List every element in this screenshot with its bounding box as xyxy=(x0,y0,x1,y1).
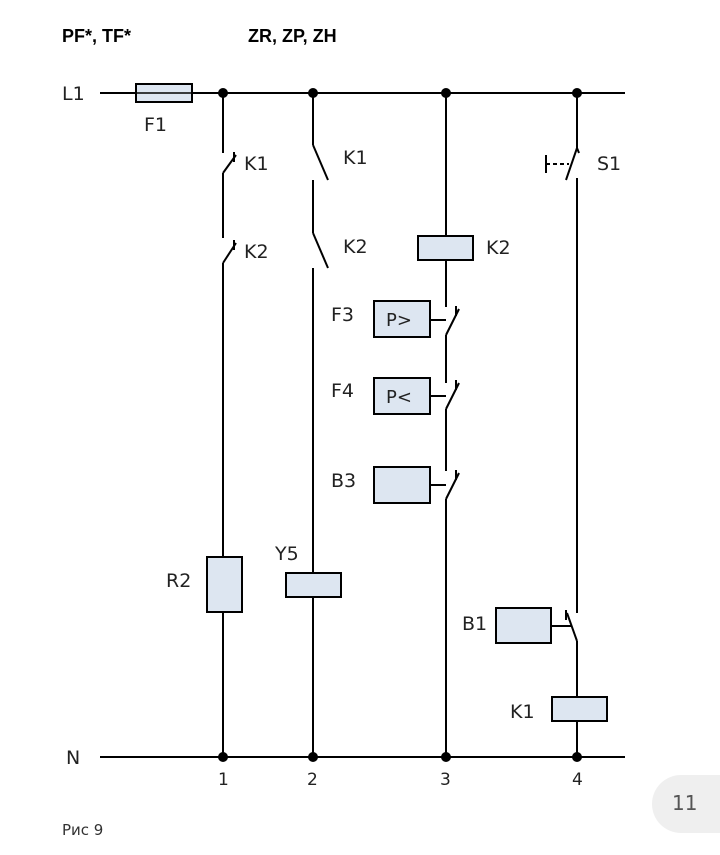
f3-label: F3 xyxy=(331,304,354,326)
coil-y5-label: Y5 xyxy=(274,543,299,565)
l1-rail-label: L1 xyxy=(62,83,85,105)
node-1-label: 1 xyxy=(218,770,229,790)
branch1-k2-label: K2 xyxy=(244,241,269,263)
branch2-k1-label: K1 xyxy=(343,147,368,169)
page-number-badge: 11 xyxy=(652,775,720,833)
figure-caption: Рис 9 xyxy=(62,821,104,839)
fuse-f1-label: F1 xyxy=(144,114,167,136)
branch3-b3-blade xyxy=(445,472,460,500)
coil-k1 xyxy=(551,696,608,722)
sensor-b1 xyxy=(495,607,552,644)
node-2-label: 2 xyxy=(307,770,318,790)
f4-box-text: P< xyxy=(386,387,412,408)
pressure-switch-f4 xyxy=(373,377,431,415)
junction-dot xyxy=(308,752,318,762)
pressure-switch-f3 xyxy=(373,300,431,338)
resistor-r2 xyxy=(206,556,243,613)
branch2-k2-label: K2 xyxy=(343,236,368,258)
s1-label: S1 xyxy=(597,153,621,175)
f3-box-text: P> xyxy=(386,310,412,331)
branch4-b1-blade xyxy=(566,612,578,642)
junction-dot xyxy=(572,88,582,98)
branch3-f4-blade xyxy=(445,382,460,410)
branch2-k2-blade xyxy=(312,232,329,269)
sensor-b3 xyxy=(373,466,431,504)
coil-k1-label: K1 xyxy=(510,701,535,723)
branch2-k1-blade xyxy=(312,144,329,181)
page-number: 11 xyxy=(672,791,698,815)
n-rail-label: N xyxy=(66,747,80,769)
junction-dot xyxy=(218,88,228,98)
coil-k2-label: K2 xyxy=(486,237,511,259)
coil-k2 xyxy=(417,235,474,261)
coil-y5 xyxy=(285,572,342,598)
f4-label: F4 xyxy=(331,380,354,402)
branch4-s1-stub xyxy=(576,147,580,154)
b1-label: B1 xyxy=(462,613,487,635)
node-4-label: 4 xyxy=(572,770,583,790)
header-left-label: PF*, TF* xyxy=(62,26,132,46)
junction-dot xyxy=(441,752,451,762)
branch4-s1-blade xyxy=(565,147,578,181)
junction-dot xyxy=(441,88,451,98)
branch1-k1-label: K1 xyxy=(244,153,269,175)
junction-dot xyxy=(308,88,318,98)
resistor-r2-label: R2 xyxy=(166,570,191,592)
branch3-f3-blade xyxy=(445,308,460,336)
node-3-label: 3 xyxy=(440,770,451,790)
junction-dot xyxy=(218,752,228,762)
b3-label: B3 xyxy=(331,470,356,492)
header-right-label: ZR, ZP, ZH xyxy=(248,26,337,46)
junction-dot xyxy=(572,752,582,762)
